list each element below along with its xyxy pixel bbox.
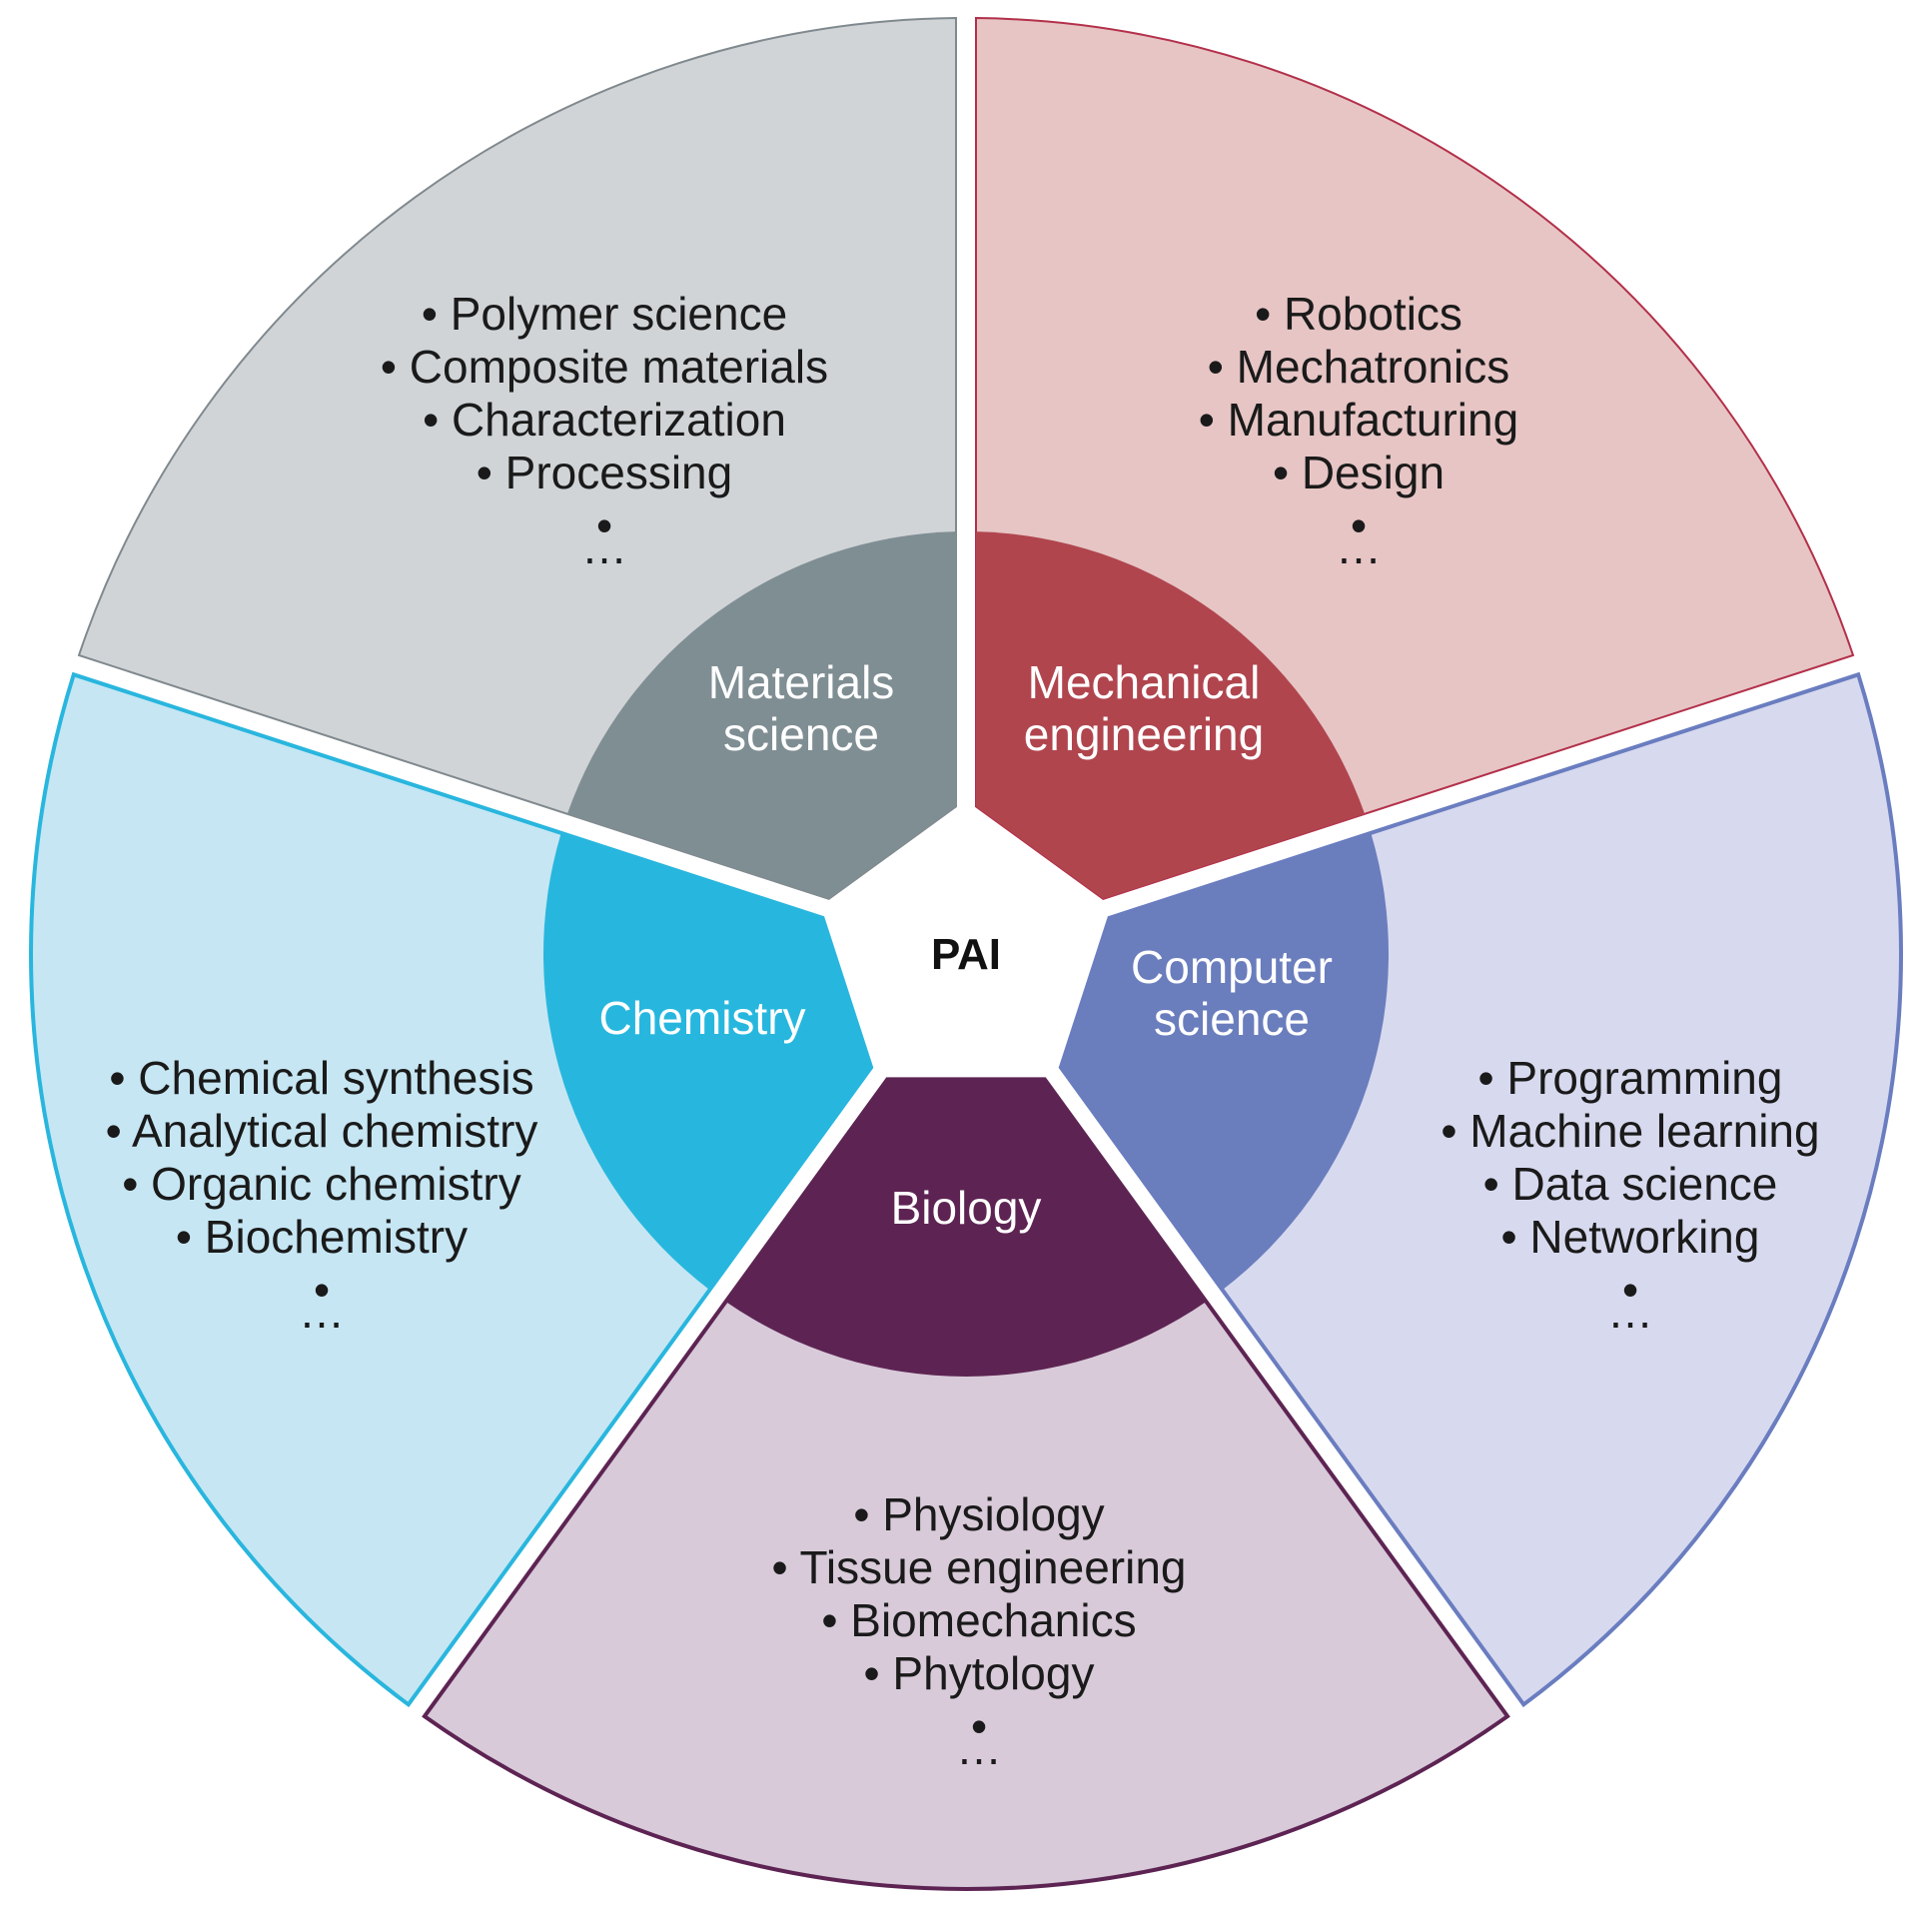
topic-item-biology: • Biomechanics — [821, 1594, 1136, 1646]
topic-item-materials-science: … — [581, 521, 627, 573]
inner-wedge-computer-science — [1060, 832, 1389, 1291]
topic-item-chemistry: … — [299, 1286, 345, 1338]
inner-wedges — [543, 531, 1389, 1377]
inner-wedge-mechanical-engineering — [976, 531, 1366, 899]
topic-item-biology: • Physiology — [853, 1488, 1104, 1540]
inner-wedge-biology — [725, 1079, 1207, 1377]
topic-item-chemistry: • Chemical synthesis — [109, 1052, 533, 1104]
topic-item-computer-science: … — [1607, 1286, 1653, 1338]
discipline-label-chemistry: Chemistry — [598, 992, 805, 1044]
topic-item-chemistry: • — [314, 1264, 330, 1316]
topic-item-chemistry: • Analytical chemistry — [106, 1105, 538, 1157]
center-label: PAI — [931, 930, 1001, 979]
discipline-label-mechanical-engineering: Mechanical — [1028, 656, 1261, 708]
topic-item-chemistry: • Organic chemistry — [122, 1158, 521, 1210]
topic-item-computer-science: • Programming — [1478, 1052, 1783, 1104]
topic-item-biology: … — [956, 1722, 1002, 1774]
topic-item-computer-science: • Data science — [1483, 1158, 1778, 1210]
discipline-label-biology: Biology — [891, 1182, 1042, 1234]
topic-item-computer-science: • — [1622, 1264, 1638, 1316]
topic-item-biology: • — [971, 1700, 987, 1752]
topic-item-biology: • Phytology — [864, 1647, 1095, 1699]
topic-item-computer-science: • Machine learning — [1441, 1105, 1819, 1157]
center-pentagon — [825, 806, 1107, 1074]
topic-item-materials-science: • Composite materials — [381, 341, 828, 393]
topic-item-computer-science: • Networking — [1501, 1211, 1760, 1263]
topic-item-mechanical-engineering: • Robotics — [1255, 288, 1462, 340]
topic-item-mechanical-engineering: … — [1336, 521, 1382, 573]
topic-item-mechanical-engineering: • — [1351, 499, 1367, 551]
topic-item-materials-science: • Processing — [477, 447, 732, 498]
topic-item-materials-science: • Characterization — [423, 394, 786, 446]
topic-item-mechanical-engineering: • Mechatronics — [1208, 341, 1509, 393]
topic-item-mechanical-engineering: • Design — [1273, 447, 1445, 498]
discipline-label-materials-science: science — [723, 708, 879, 760]
topic-item-mechanical-engineering: • Manufacturing — [1199, 394, 1518, 446]
discipline-label-computer-science: science — [1154, 993, 1310, 1045]
topic-item-chemistry: • Biochemistry — [176, 1211, 468, 1263]
discipline-label-mechanical-engineering: engineering — [1024, 708, 1264, 760]
discipline-label-computer-science: Computer — [1131, 941, 1333, 993]
discipline-label-materials-science: Materials — [708, 656, 895, 708]
inner-wedge-chemistry — [543, 832, 872, 1291]
topic-item-materials-science: • — [596, 499, 612, 551]
inner-wedge-materials-science — [566, 531, 956, 899]
topic-item-biology: • Tissue engineering — [771, 1541, 1186, 1593]
outer-wedge-biology — [422, 1077, 1510, 1891]
topic-item-materials-science: • Polymer science — [422, 288, 787, 340]
